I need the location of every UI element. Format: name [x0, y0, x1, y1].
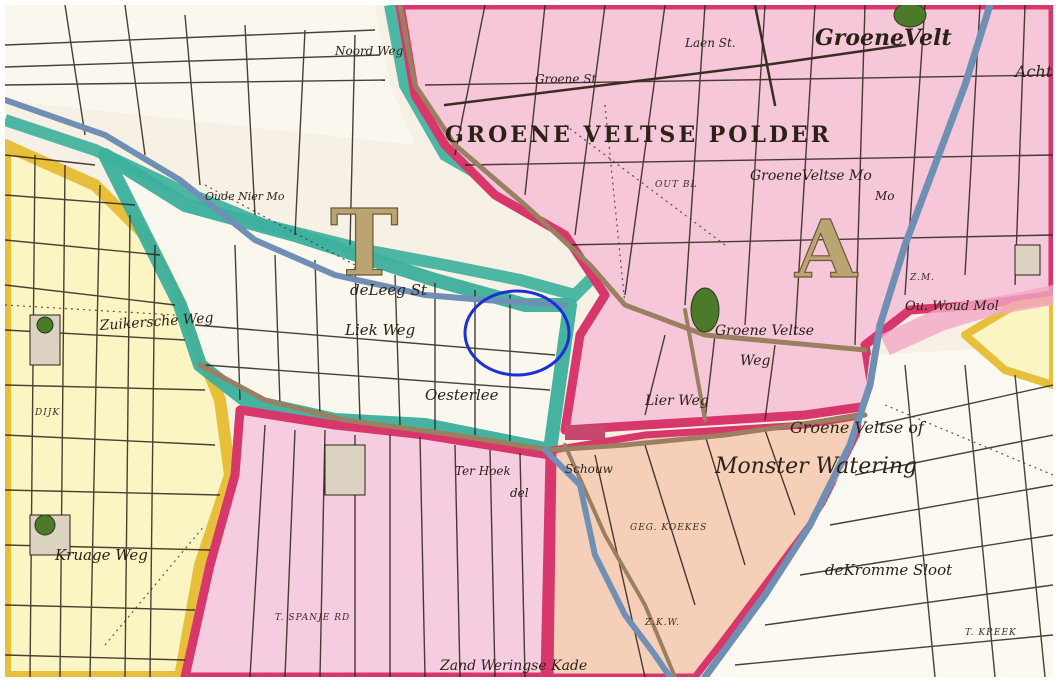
label-spanjerd: T. SPANJE RD [275, 613, 350, 623]
label-groeneveltse-weg: Groene Veltse [715, 323, 814, 339]
highlight-circle[interactable] [463, 289, 571, 377]
label-geg-koekes: GEG. KOEKES [630, 523, 707, 533]
label-schouw: Schouw [565, 462, 614, 476]
label-ter-hoek: Ter Hoek [455, 464, 511, 478]
label-de-leeg: deLeeg St [350, 281, 428, 299]
label-del: del [510, 486, 529, 500]
label-de-kromme-sloot: deKromme Sloot [825, 561, 953, 579]
label-oude-nier-mo: Oude Nier Mo [205, 190, 285, 203]
white-polder-top-left [5, 5, 415, 145]
big-letter-a: A [794, 202, 858, 296]
label-monster-watering: Monster Watering [714, 454, 917, 479]
label-oesterlee: Oesterlee [425, 386, 499, 404]
tree-symbols [34, 5, 927, 536]
label-weg: Weg [740, 353, 771, 369]
parcel-lines [5, 5, 1053, 677]
label-groeneveltse-mo: GroeneVeltse Mo [750, 168, 872, 184]
label-achter: Achte [1013, 62, 1053, 81]
dotted-paths [5, 104, 1053, 646]
pink-strip-east [880, 285, 1053, 355]
label-noord-weg: Noord Weg [334, 44, 404, 58]
historical-map[interactable]: T A GroeneVelt GROENE VELTSE POLDER Laen… [5, 5, 1053, 677]
roads [197, 5, 907, 677]
label-zm: Z.M. [909, 273, 935, 283]
label-out-bl: OUT BL [655, 180, 697, 190]
canal-northwest [5, 97, 568, 308]
map-frame: T A GroeneVelt GROENE VELTSE POLDER Laen… [5, 5, 1053, 677]
settlement-stipple [29, 244, 1041, 556]
label-lier-weg: Lier Weg [644, 393, 709, 409]
canal-south [542, 447, 673, 677]
label-zkw: Z.K.W. [644, 618, 680, 628]
canals [5, 5, 994, 677]
label-mole: Mo [874, 189, 895, 203]
label-ter-kreek: T. KREEK [965, 628, 1017, 638]
label-groeneveltse-of: Groene Veltse of [790, 418, 927, 437]
big-letter-t: T [330, 189, 398, 297]
label-liek-weg: Liek Weg [344, 321, 415, 339]
canal-east-vertical [701, 5, 994, 677]
label-groene-st: Groene St. [535, 72, 600, 86]
label-laen-st: Laen St. [684, 36, 736, 50]
white-polder-southeast [705, 345, 1053, 677]
label-kruage-weg: Kruage Weg [54, 546, 148, 564]
label-ou-woud-mol: Ou. Woud Mol [905, 299, 999, 314]
label-groeneveltse-polder: GROENE VELTSE POLDER [445, 122, 832, 148]
label-zand-weringse-kade: Zand Weringse Kade [439, 658, 587, 674]
label-groene-velt: GroeneVelt [815, 25, 952, 51]
label-dijk: DIJK [34, 408, 60, 418]
